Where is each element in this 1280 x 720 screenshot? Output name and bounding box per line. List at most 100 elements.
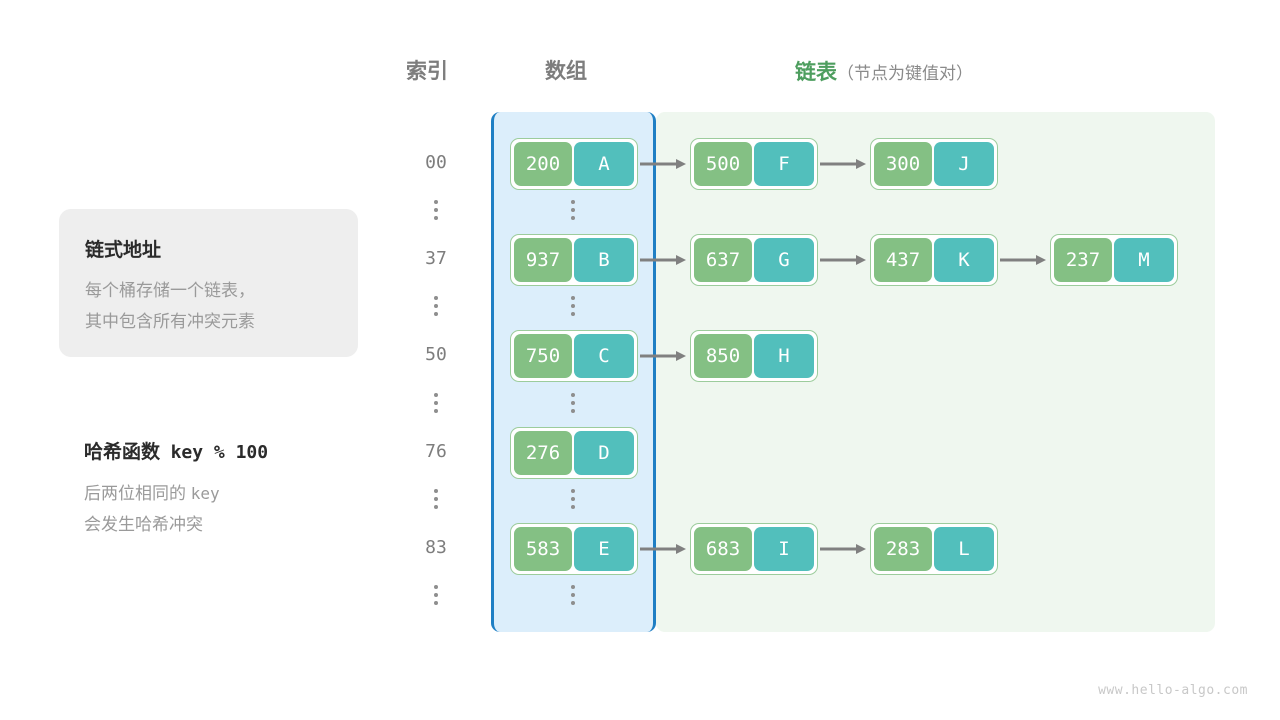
dot <box>571 200 575 204</box>
dot <box>434 585 438 589</box>
next-pointer-arrow <box>640 544 686 554</box>
node-key: 283 <box>874 527 932 571</box>
hash-function-expression: key % 100 <box>170 442 269 463</box>
index-column-ellipsis <box>426 200 446 220</box>
node-key: 237 <box>1054 238 1112 282</box>
dot <box>434 505 438 509</box>
next-pointer-arrow <box>820 255 866 265</box>
dot <box>434 208 438 212</box>
array-column-ellipsis <box>563 296 583 316</box>
bucket-index-label: 83 <box>425 537 447 558</box>
dot <box>571 208 575 212</box>
node-value: L <box>934 527 994 571</box>
index-column-ellipsis <box>426 585 446 605</box>
column-header-array: 数组 <box>545 60 587 83</box>
node-key: 437 <box>874 238 932 282</box>
dot <box>571 312 575 316</box>
array-column-ellipsis <box>563 393 583 413</box>
info-card-body: 每个桶存储一个链表， 其中包含所有冲突元素 <box>85 281 255 331</box>
dot <box>571 216 575 220</box>
info-card-title: 链式地址 <box>85 240 162 261</box>
next-pointer-arrow <box>640 351 686 361</box>
node-value: H <box>754 334 814 378</box>
dot <box>571 585 575 589</box>
dot <box>434 409 438 413</box>
dot <box>434 601 438 605</box>
column-header-linkedlist-strong: 链表 <box>795 61 837 84</box>
node-value: E <box>574 527 634 571</box>
dot <box>434 497 438 501</box>
node-value: G <box>754 238 814 282</box>
array-column-ellipsis <box>563 585 583 605</box>
bucket-index-label: 50 <box>425 344 447 365</box>
array-column-ellipsis <box>563 200 583 220</box>
node-value: M <box>1114 238 1174 282</box>
node-value: D <box>574 431 634 475</box>
node-value: A <box>574 142 634 186</box>
node-key: 850 <box>694 334 752 378</box>
bucket-index-label: 76 <box>425 441 447 462</box>
node-key: 683 <box>694 527 752 571</box>
dot <box>434 296 438 300</box>
next-pointer-arrow <box>640 159 686 169</box>
dot <box>434 304 438 308</box>
bucket-index-label: 00 <box>425 152 447 173</box>
node-key: 937 <box>514 238 572 282</box>
watermark: www.hello-algo.com <box>1098 683 1248 698</box>
array-column-ellipsis <box>563 489 583 509</box>
column-header-linkedlist-sub: （节点为键值对） <box>837 64 973 83</box>
node-value: C <box>574 334 634 378</box>
dot <box>571 304 575 308</box>
column-header-linkedlist: 链表（节点为键值对） <box>795 56 973 86</box>
index-column-ellipsis <box>426 489 446 509</box>
dot <box>571 401 575 405</box>
column-header-index: 索引 <box>406 60 448 83</box>
index-column-ellipsis <box>426 393 446 413</box>
dot <box>571 505 575 509</box>
dot <box>571 489 575 493</box>
node-key: 750 <box>514 334 572 378</box>
dot <box>434 216 438 220</box>
dot <box>571 296 575 300</box>
hash-function-label: 哈希函数 <box>84 442 161 463</box>
info-card: 链式地址 每个桶存储一个链表， 其中包含所有冲突元素 <box>59 209 358 357</box>
dot <box>434 401 438 405</box>
dot <box>434 393 438 397</box>
dot <box>434 200 438 204</box>
node-value: I <box>754 527 814 571</box>
node-key: 300 <box>874 142 932 186</box>
node-value: B <box>574 238 634 282</box>
hash-note-line1: 后两位相同的 <box>84 484 186 503</box>
node-key: 276 <box>514 431 572 475</box>
index-column-ellipsis <box>426 296 446 316</box>
dot <box>571 409 575 413</box>
dot <box>571 593 575 597</box>
next-pointer-arrow <box>820 159 866 169</box>
dot <box>571 601 575 605</box>
dot <box>434 312 438 316</box>
next-pointer-arrow <box>1000 255 1046 265</box>
dot <box>434 593 438 597</box>
bucket-index-label: 37 <box>425 248 447 269</box>
dot <box>571 393 575 397</box>
dot <box>571 497 575 501</box>
next-pointer-arrow <box>640 255 686 265</box>
node-key: 200 <box>514 142 572 186</box>
node-value: K <box>934 238 994 282</box>
next-pointer-arrow <box>820 544 866 554</box>
node-key: 500 <box>694 142 752 186</box>
